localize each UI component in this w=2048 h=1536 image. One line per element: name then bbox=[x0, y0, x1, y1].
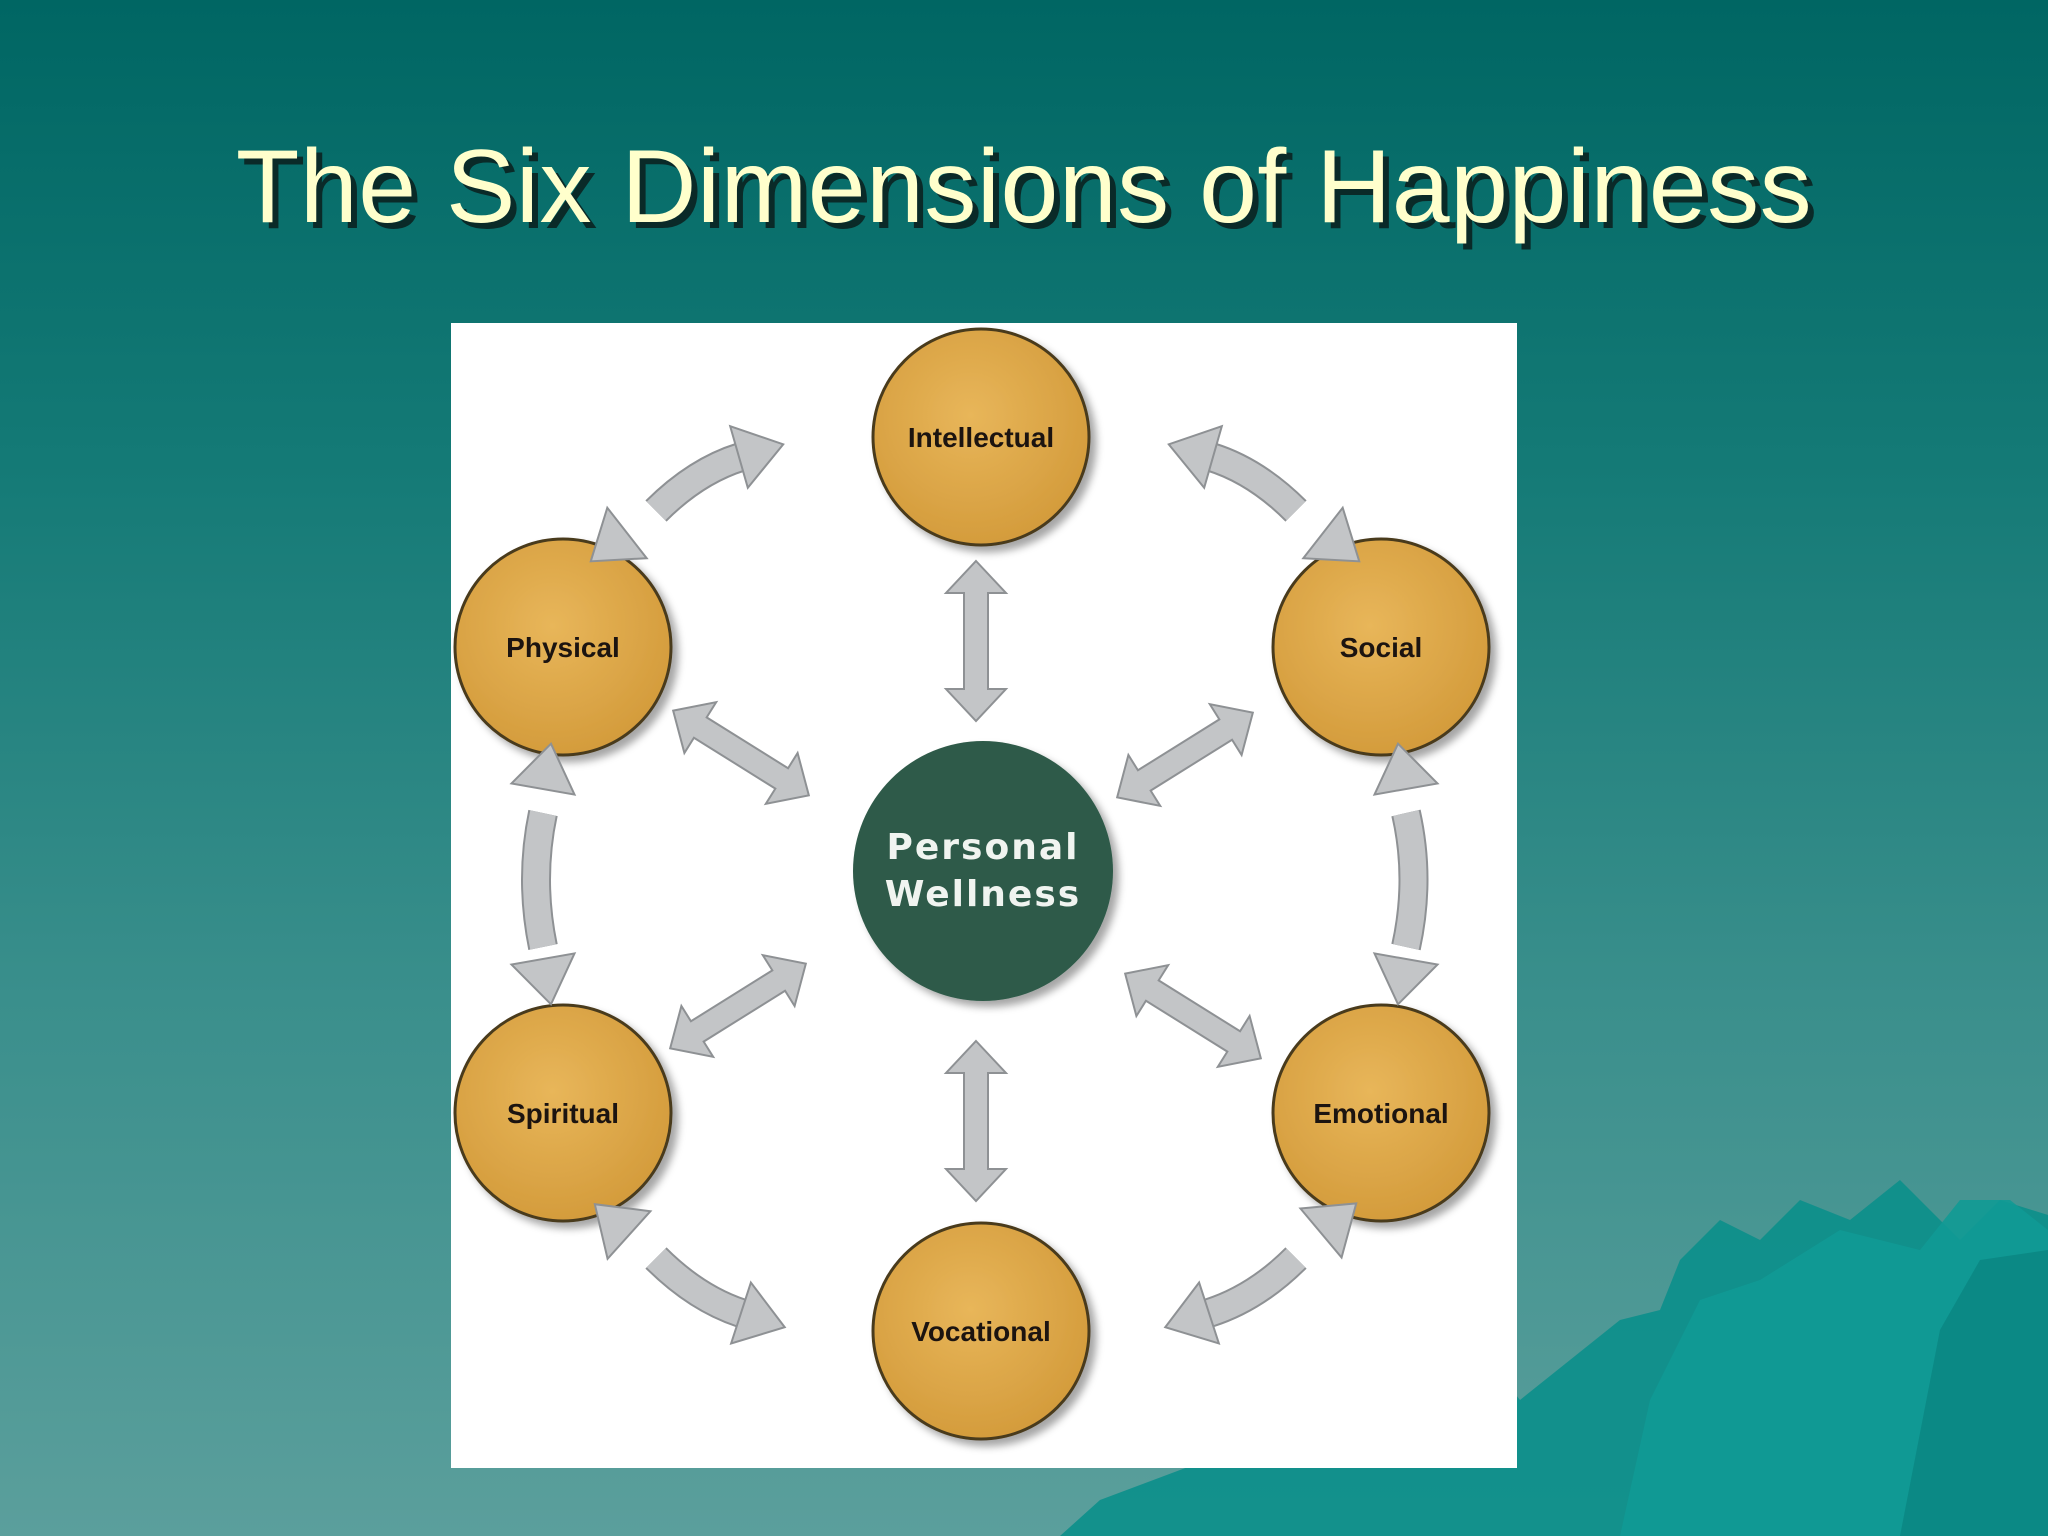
wellness-diagram-panel: Personal Wellness Intellectual Social Em… bbox=[451, 323, 1517, 1468]
arrow-spiritual-vocational bbox=[593, 1203, 787, 1345]
node-intellectual-label: Intellectual bbox=[908, 422, 1054, 453]
node-vocational: Vocational bbox=[871, 1221, 1091, 1441]
node-spiritual: Spiritual bbox=[453, 1003, 673, 1223]
arrow-center-emotional bbox=[1123, 963, 1263, 1069]
arrow-center-vocational bbox=[943, 1039, 1009, 1203]
center-label-line2: Wellness bbox=[885, 874, 1081, 915]
node-physical-label: Physical bbox=[506, 632, 620, 663]
arrow-center-physical bbox=[671, 700, 811, 806]
arrow-center-social bbox=[1115, 702, 1255, 808]
node-social: Social bbox=[1271, 537, 1491, 757]
wellness-diagram: Personal Wellness Intellectual Social Em… bbox=[453, 327, 1491, 1441]
center-label-line1: Personal bbox=[887, 827, 1080, 868]
node-emotional-label: Emotional bbox=[1313, 1098, 1448, 1129]
arrow-center-intellectual bbox=[943, 559, 1009, 723]
arrow-intellectual-social bbox=[1167, 424, 1361, 563]
arrow-center-spiritual bbox=[668, 953, 808, 1059]
center-node: Personal Wellness bbox=[853, 741, 1113, 1001]
node-vocational-label: Vocational bbox=[911, 1316, 1051, 1347]
arrow-vocational-emotional bbox=[1163, 1202, 1358, 1345]
arrow-physical-intellectual bbox=[589, 424, 785, 563]
node-physical: Physical bbox=[453, 537, 673, 757]
node-social-label: Social bbox=[1340, 632, 1422, 663]
node-spiritual-label: Spiritual bbox=[507, 1098, 619, 1129]
node-emotional: Emotional bbox=[1271, 1003, 1491, 1223]
arrow-social-emotional bbox=[1372, 741, 1440, 1007]
arrow-physical-spiritual bbox=[509, 741, 577, 1007]
node-intellectual: Intellectual bbox=[871, 327, 1091, 547]
slide-title: The Six Dimensions of Happiness bbox=[235, 129, 1813, 245]
